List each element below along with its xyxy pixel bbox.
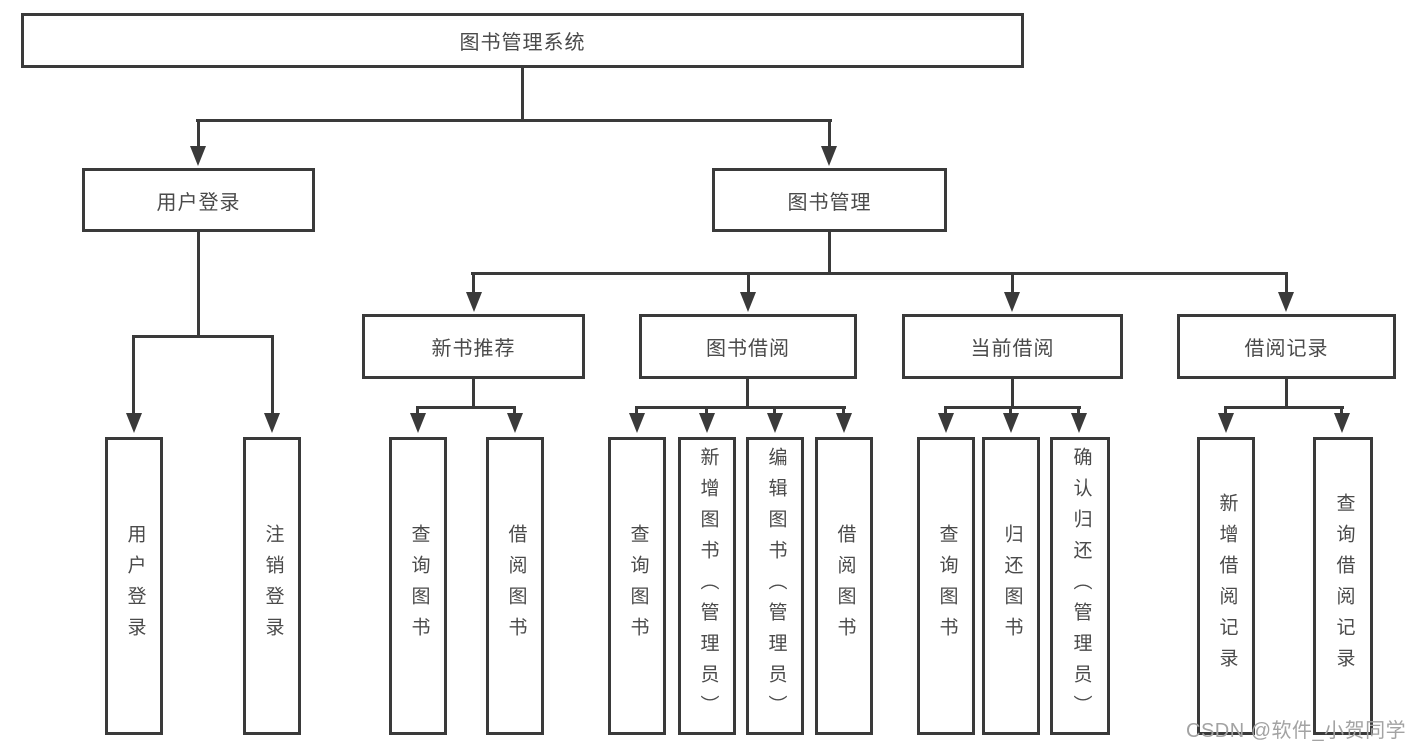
- leaf-logout: 注销登录: [243, 437, 301, 735]
- leaf-query-borrow-record: 查询借阅记录: [1313, 437, 1373, 735]
- node-book-management-label: 图书管理: [787, 191, 872, 214]
- arrow-down-icon: [507, 413, 523, 433]
- connector: [773, 406, 776, 413]
- leaf-query-borrow-record-label: 查询借阅记录: [1333, 493, 1355, 679]
- arrow-down-icon: [264, 413, 280, 433]
- leaf-query-books-borrow: 查询图书: [608, 437, 666, 735]
- node-borrow-records: 借阅记录: [1177, 314, 1396, 379]
- connector: [828, 232, 831, 272]
- arrow-down-icon: [740, 292, 756, 312]
- connector: [1224, 406, 1227, 413]
- leaf-borrow-books-label: 借阅图书: [834, 524, 856, 648]
- leaf-add-books-admin-label: 新增图书（管理员）: [697, 446, 719, 726]
- node-root-label: 图书管理系统: [459, 32, 586, 54]
- node-current-borrow: 当前借阅: [902, 314, 1123, 379]
- arrow-down-icon: [190, 146, 206, 166]
- connector: [746, 379, 749, 406]
- arrow-down-icon: [767, 413, 783, 433]
- leaf-user-login-label: 用户登录: [124, 524, 146, 648]
- arrow-down-icon: [1004, 292, 1020, 312]
- leaf-query-books-recommend-label: 查询图书: [408, 524, 430, 648]
- leaf-logout-label: 注销登录: [262, 524, 284, 648]
- leaf-return-books-label: 归还图书: [1001, 524, 1023, 648]
- leaf-edit-books-admin: 编辑图书（管理员）: [746, 437, 804, 735]
- leaf-return-books: 归还图书: [982, 437, 1040, 735]
- connector: [944, 406, 947, 413]
- connector: [1224, 406, 1344, 409]
- connector: [197, 119, 200, 146]
- arrow-down-icon: [1003, 413, 1019, 433]
- connector: [132, 335, 274, 338]
- connector: [635, 406, 846, 409]
- leaf-borrow-books-recommend: 借阅图书: [486, 437, 544, 735]
- connector: [1285, 379, 1288, 406]
- arrow-down-icon: [466, 292, 482, 312]
- arrow-down-icon: [836, 413, 852, 433]
- leaf-user-login: 用户登录: [105, 437, 163, 735]
- connector: [1340, 406, 1343, 413]
- arrow-down-icon: [126, 413, 142, 433]
- node-user-login: 用户登录: [82, 168, 315, 232]
- connector: [635, 406, 638, 413]
- leaf-borrow-books: 借阅图书: [815, 437, 873, 735]
- connector: [416, 406, 419, 413]
- node-user-login-label: 用户登录: [156, 191, 241, 214]
- node-new-book-recommend: 新书推荐: [362, 314, 585, 379]
- connector: [513, 406, 516, 413]
- arrow-down-icon: [1218, 413, 1234, 433]
- connector: [1011, 272, 1014, 292]
- connector: [1011, 379, 1014, 406]
- arrow-down-icon: [821, 146, 837, 166]
- arrow-down-icon: [1334, 413, 1350, 433]
- arrow-down-icon: [938, 413, 954, 433]
- connector: [271, 335, 274, 413]
- connector: [196, 119, 832, 122]
- node-book-borrow-label: 图书借阅: [706, 338, 790, 360]
- leaf-borrow-books-recommend-label: 借阅图书: [505, 524, 527, 648]
- watermark: CSDN @软件_小贺同学: [1186, 720, 1405, 742]
- node-root: 图书管理系统: [21, 13, 1024, 68]
- leaf-confirm-return-admin-label: 确认归还（管理员）: [1070, 446, 1092, 726]
- connector: [828, 119, 831, 146]
- leaf-query-books-recommend: 查询图书: [389, 437, 447, 735]
- connector: [1009, 406, 1012, 413]
- connector: [132, 335, 135, 413]
- node-book-borrow: 图书借阅: [639, 314, 857, 379]
- leaf-add-books-admin: 新增图书（管理员）: [678, 437, 736, 735]
- leaf-query-books-current-label: 查询图书: [936, 524, 958, 648]
- connector: [747, 272, 750, 292]
- leaf-add-borrow-record: 新增借阅记录: [1197, 437, 1255, 735]
- connector: [472, 272, 475, 292]
- node-new-book-recommend-label: 新书推荐: [431, 338, 516, 360]
- arrow-down-icon: [699, 413, 715, 433]
- connector: [472, 379, 475, 406]
- connector: [471, 272, 1288, 275]
- leaf-add-borrow-record-label: 新增借阅记录: [1216, 493, 1238, 679]
- connector: [705, 406, 708, 413]
- arrow-down-icon: [1071, 413, 1087, 433]
- connector: [197, 232, 200, 335]
- arrow-down-icon: [1278, 292, 1294, 312]
- connector: [842, 406, 845, 413]
- connector: [944, 406, 1081, 409]
- node-current-borrow-label: 当前借阅: [970, 338, 1055, 360]
- connector: [416, 406, 516, 409]
- node-borrow-records-label: 借阅记录: [1244, 338, 1329, 360]
- leaf-confirm-return-admin: 确认归还（管理员）: [1050, 437, 1110, 735]
- leaf-query-books-current: 查询图书: [917, 437, 975, 735]
- leaf-query-books-borrow-label: 查询图书: [627, 524, 649, 648]
- arrow-down-icon: [410, 413, 426, 433]
- connector: [1077, 406, 1080, 413]
- connector: [521, 68, 524, 119]
- arrow-down-icon: [629, 413, 645, 433]
- connector: [1285, 272, 1288, 292]
- leaf-edit-books-admin-label: 编辑图书（管理员）: [765, 446, 787, 726]
- node-book-management: 图书管理: [712, 168, 947, 232]
